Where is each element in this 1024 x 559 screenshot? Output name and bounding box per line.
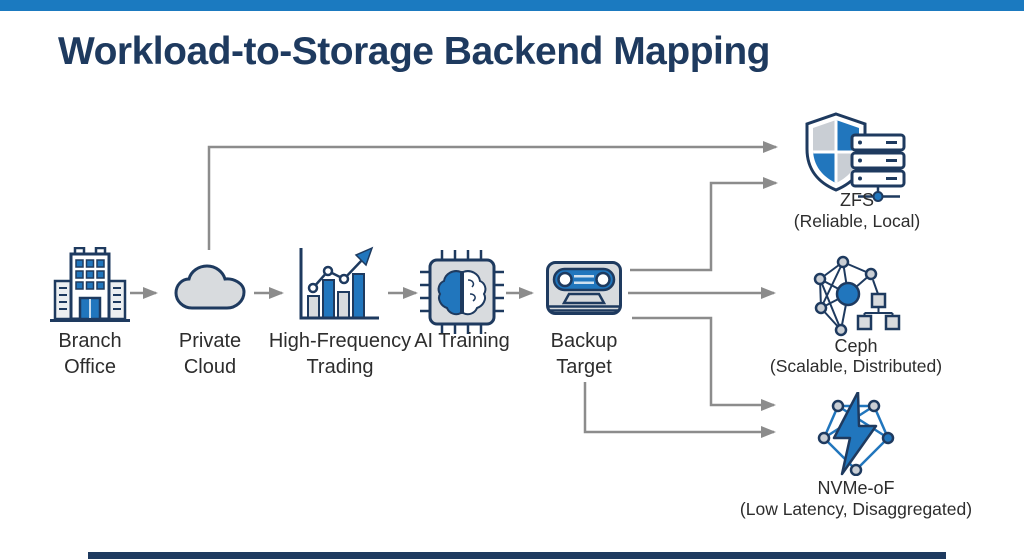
workload-label-private-cloud: Private Cloud (178, 330, 242, 378)
backend-name-zfs: ZFS (840, 190, 874, 210)
bottom-accent-bar (88, 552, 946, 559)
workload-label-branch-office: Branch Office (58, 330, 122, 378)
page-title: Workload-to-Storage Backend Mapping (58, 30, 771, 73)
backend-item-nvme-of (812, 392, 900, 476)
line-backup-to-zfs (630, 176, 779, 272)
mapping-lines (207, 140, 779, 439)
cloud-icon (174, 264, 246, 310)
bar-chart-trend-icon (299, 246, 379, 320)
tape-cassette-icon (546, 261, 622, 315)
backend-item-zfs (800, 111, 908, 203)
workload-label-hft: High-Frequency Trading (268, 330, 412, 378)
line-backup-to-nvme-upper (632, 316, 777, 412)
workload-label-backup-target: Backup Target (550, 330, 618, 378)
building-icon (50, 247, 130, 322)
backend-name-nvme-of: NVMe-oF (817, 478, 895, 498)
backend-qualities-nvme-of: (Low Latency, Disaggregated) (739, 499, 973, 519)
line-backup-to-nvme-lower (583, 382, 777, 439)
backend-qualities-ceph: (Scalable, Distributed) (769, 356, 943, 376)
workload-item-ai-training (420, 250, 504, 334)
workload-item-hft (297, 246, 383, 326)
line-cloud-to-zfs (207, 140, 779, 250)
workload-item-private-cloud (172, 262, 248, 312)
shield-server-icon (805, 112, 906, 202)
workload-item-branch-office (50, 247, 130, 325)
backend-name-ceph: Ceph (834, 336, 878, 356)
top-accent-bar (0, 0, 1024, 11)
chip-brain-icon (420, 250, 504, 334)
lightning-fabric-icon (817, 392, 895, 476)
workload-item-backup-target (546, 261, 622, 319)
backend-qualities-zfs: (Reliable, Local) (793, 211, 921, 231)
network-cluster-icon (813, 255, 901, 337)
backend-item-ceph (810, 254, 902, 340)
workload-label-ai-training: AI Training (414, 330, 510, 352)
